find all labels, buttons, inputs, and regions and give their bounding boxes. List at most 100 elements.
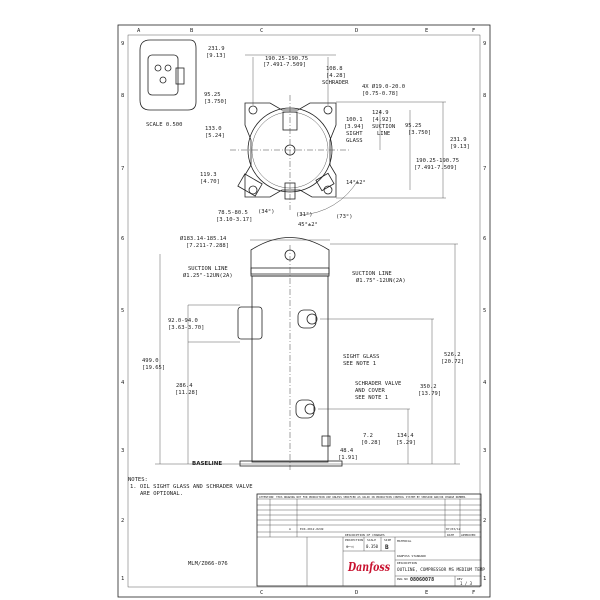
- col-label: B: [190, 28, 194, 34]
- notes-title: NOTES:: [128, 477, 148, 483]
- dim-schrader: 108.8: [326, 66, 343, 72]
- description-header: DESCRIPTION OF CHANGES: [345, 533, 385, 537]
- label-side-suction: SUCTION LINE: [352, 271, 392, 277]
- row-label: 5: [483, 308, 486, 314]
- mounting-hole: [323, 185, 333, 195]
- col-label: C: [260, 28, 263, 34]
- dwg-number: 08060078: [410, 577, 434, 583]
- scale-label: SCALE: [367, 538, 376, 542]
- dim-hole-spacing-v: 190.25-190.75: [416, 158, 459, 164]
- angle-45: 45°±2°: [298, 222, 318, 228]
- row-label: 3: [483, 448, 486, 454]
- col-label: D: [355, 590, 358, 596]
- dim-half-spacing: 95.25: [204, 92, 221, 98]
- dim-286: 286.4: [176, 383, 193, 389]
- inner-border: [127, 34, 481, 588]
- col-label: A: [137, 28, 141, 34]
- dim-sight-glass-in: [3.94]: [344, 124, 364, 130]
- dim-286-in: [11.28]: [175, 390, 198, 396]
- row-label: 8: [483, 93, 486, 99]
- model-reference: MLM/Z066-076: [188, 561, 228, 567]
- date-header: DATE: [447, 533, 454, 537]
- inset-scale: SCALE 0.500: [146, 122, 182, 128]
- size-value: B: [385, 544, 389, 551]
- angle-73: (73°): [336, 214, 353, 220]
- row-label: 7: [483, 166, 486, 172]
- standard: DANFOSS STANDARD: [397, 554, 426, 558]
- dim-overall-height-in: [20.72]: [441, 359, 464, 365]
- dim-hole-dia: 4X Ø19.0-20.0: [362, 83, 405, 90]
- dim-119-in: [4.70]: [200, 179, 220, 185]
- note-1-cont: ARE OPTIONAL.: [140, 491, 183, 497]
- dim-overall-height: 526.2: [444, 352, 461, 358]
- dim-7-2: 7.2: [363, 433, 373, 439]
- row-label: 6: [121, 236, 124, 242]
- dim-shell-dia: Ø183.14-185.14: [180, 235, 227, 242]
- col-label: F: [472, 28, 475, 34]
- dim-hole-spacing-in: [7.491-7.509]: [263, 62, 306, 68]
- dwg-no-label: DWG NO: [397, 577, 408, 581]
- suction-fitting: [315, 172, 335, 192]
- rev-label: REV: [457, 577, 463, 581]
- rev-letter: A: [289, 527, 291, 531]
- approved-header: APPROVED: [461, 533, 476, 537]
- danfoss-logo: Danfoss: [347, 560, 390, 574]
- col-label: D: [355, 28, 358, 34]
- dim-overall-width: 231.9: [208, 46, 225, 52]
- label-schrader-note: SEE NOTE 1: [355, 395, 388, 401]
- dim-hole-dia-in: [0.75-0.78]: [362, 91, 398, 97]
- row-label: 1: [483, 576, 486, 582]
- label-side-suction-size: Ø1.75"-12UN(2A): [356, 277, 406, 284]
- label-schrader: AND COVER: [355, 388, 385, 394]
- dim-suction-in: [4.92]: [372, 117, 392, 123]
- description-label: DESCRIPTION: [397, 561, 417, 565]
- row-label: 4: [483, 380, 487, 386]
- terminal-box-detail: SCALE 0.500: [139, 39, 197, 128]
- frame: A B C D E F C D E F 9 8 7 6 5 4 3 2 1 9 …: [117, 24, 491, 598]
- row-label: 9: [483, 41, 486, 47]
- dim-overall-depth-in: [9.13]: [450, 144, 470, 150]
- sight-glass: [295, 399, 315, 419]
- col-label: F: [472, 590, 475, 596]
- material-label: MATERIAL: [397, 539, 412, 543]
- side-view: Ø183.14-185.14 [7.211-7.288] SUCTION LIN…: [142, 235, 464, 470]
- drawing-description: OUTLINE, COMPRESSOR MS MEDIUM TEMP: [397, 567, 485, 573]
- dim-133: 133.0: [205, 126, 222, 132]
- mounting-hole: [323, 105, 333, 115]
- terminal-box: [237, 173, 263, 197]
- sheet-number: 1 / 3: [460, 581, 473, 586]
- dim-119: 119.3: [200, 172, 217, 178]
- dim-terminal: 78.5-80.5: [218, 210, 248, 216]
- dim-suction-label: SUCTION: [372, 124, 395, 130]
- attention-notice: ATTENTION: THIS DRAWING NOT FOR PRODUCTI…: [259, 495, 467, 499]
- dim-48-in: [1.91]: [338, 455, 358, 461]
- dim-terminal-in: [3.10-3.17]: [216, 217, 252, 223]
- base-plate: [239, 460, 343, 467]
- row-label: 3: [121, 448, 124, 454]
- row-label: 2: [483, 518, 486, 524]
- row-label: 2: [121, 518, 124, 524]
- top-view: 231.9 [9.13] 190.25-190.75 [7.491-7.509]…: [200, 46, 470, 228]
- projection-label: PROJECTION: [345, 538, 363, 542]
- dim-134: 134.4: [397, 433, 414, 439]
- label-schrader: SCHRADER VALVE: [355, 381, 401, 387]
- angle-34: (34°): [258, 209, 275, 215]
- dim-suction-label: LINE: [377, 131, 390, 137]
- rev-date: 07/03/12: [446, 527, 461, 531]
- dim-134-in: [5.29]: [396, 440, 416, 446]
- top-dome: [250, 237, 330, 275]
- dim-133-in: [5.24]: [205, 133, 225, 139]
- dim-right-half-in: [3.750]: [408, 130, 431, 136]
- dim-right-half: 95.25: [405, 123, 422, 129]
- angle-31: (31°): [296, 212, 313, 218]
- row-label: 7: [121, 166, 124, 172]
- baseline-label: BASELINE: [192, 461, 222, 467]
- scale-value: 0.350: [366, 544, 379, 549]
- ecr-number: ECR-2012-0249: [300, 527, 324, 531]
- dim-schrader-in: [4.28]: [326, 73, 346, 79]
- row-label: 5: [121, 308, 124, 314]
- mounting-hole: [248, 185, 258, 195]
- projection-symbol-icon: ⊕–◁: [346, 544, 354, 549]
- col-label: E: [425, 28, 428, 34]
